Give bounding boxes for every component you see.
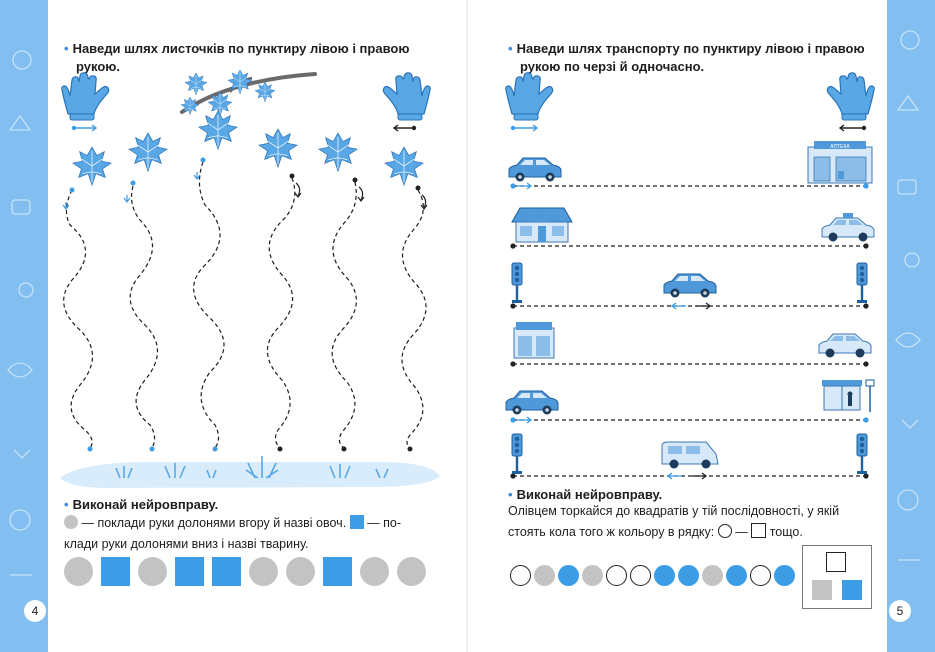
- white-circle-shape[interactable]: [750, 565, 771, 586]
- gray-circle-icon: [64, 515, 78, 529]
- left-task2-text: — поклади руки долонями вгору й назві ов…: [64, 513, 401, 555]
- right-task1-line2: рукою по черзі й одночасно.: [520, 59, 705, 74]
- right-task2-line1: Олівцем торкайся до квадратів у тій посл…: [508, 504, 840, 518]
- blue-square-shape[interactable]: [323, 557, 352, 586]
- gray-circle-shape[interactable]: [702, 565, 723, 586]
- blue-circle-shape[interactable]: [654, 565, 675, 586]
- right-page-right-hand-icon: [826, 72, 875, 121]
- blue-square-shape[interactable]: [101, 557, 130, 586]
- right-page-border: [887, 0, 935, 652]
- ground-grass: [60, 456, 440, 488]
- blue-circle-shape[interactable]: [726, 565, 747, 586]
- branch-illustration: [180, 69, 317, 150]
- right-task2-text: Олівцем торкайся до квадратів у тій посл…: [508, 504, 840, 539]
- gray-circle-shape[interactable]: [397, 557, 426, 586]
- blue-circle-shape[interactable]: [774, 565, 795, 586]
- blue-circle-shape[interactable]: [678, 565, 699, 586]
- blue-square-icon: [349, 515, 364, 529]
- white-circle-shape[interactable]: [630, 565, 651, 586]
- square-key-box: [802, 545, 872, 609]
- white-circle-icon: [717, 524, 732, 538]
- blue-square-shape[interactable]: [175, 557, 204, 586]
- left-task2-line1b: — по-: [367, 516, 401, 530]
- key-white-square[interactable]: [826, 552, 846, 572]
- falling-leaves: [72, 128, 424, 186]
- blue-circle-shape[interactable]: [558, 565, 579, 586]
- key-gray-square[interactable]: [812, 580, 832, 600]
- left-task2-line2: клади руки долонями вниз і назві тварину…: [64, 537, 309, 551]
- house-icon: [511, 207, 573, 243]
- gray-circle-shape[interactable]: [64, 557, 93, 586]
- gray-circle-shape[interactable]: [286, 557, 315, 586]
- right-task2-line2a: стоять кола того ж кольору в рядку:: [508, 525, 715, 539]
- right-circle-sequence: [510, 565, 795, 586]
- white-circle-shape[interactable]: [510, 565, 531, 586]
- right-task2-line2c: тощо.: [769, 525, 803, 539]
- gray-circle-shape[interactable]: [360, 557, 389, 586]
- suv-icon: [818, 333, 872, 358]
- gray-circle-shape[interactable]: [582, 565, 603, 586]
- car-icon-center: [663, 273, 717, 298]
- pharmacy-building-icon: [807, 141, 873, 184]
- direction-arrows: [71, 124, 417, 132]
- left-task1-line1: Наведи шлях листочків по пунктиру лівою …: [72, 41, 410, 56]
- gray-circle-shape[interactable]: [138, 557, 167, 586]
- taxi-icon: [821, 213, 875, 242]
- left-task2-title: •Виконай нейровправу.: [64, 497, 219, 512]
- right-direction-arrows: [510, 124, 867, 132]
- gray-circle-shape[interactable]: [249, 557, 278, 586]
- traffic-light-icon-right-2: [856, 433, 868, 475]
- pharmacy-sign: АПТЕКА: [830, 144, 850, 150]
- page-gutter: [466, 0, 468, 652]
- path-endpoints: [62, 157, 428, 452]
- left-task1-line2: рукою.: [76, 59, 120, 74]
- shop-building-icon: [513, 322, 555, 359]
- page-number-right: 5: [889, 600, 911, 622]
- car-icon: [508, 157, 562, 182]
- hatchback-icon: [505, 390, 559, 415]
- key-blue-square[interactable]: [842, 580, 862, 600]
- bus-stop-icon: [822, 379, 875, 412]
- transport-endpoints: [510, 182, 869, 480]
- gray-circle-shape[interactable]: [534, 565, 555, 586]
- left-shape-sequence: [64, 557, 426, 586]
- left-task2-line1a: — поклади руки долонями вгору й назві ов…: [81, 516, 347, 530]
- left-task1-instruction: •Наведи шлях листочків по пунктиру лівою…: [64, 40, 409, 76]
- right-page-left-hand-icon: [505, 72, 554, 121]
- transport-trace-lines: [513, 185, 866, 477]
- wavy-trace-paths: [63, 161, 427, 449]
- right-task1-line1: Наведи шлях транспорту по пунктиру лівою…: [516, 41, 865, 56]
- white-circle-shape[interactable]: [606, 565, 627, 586]
- right-hand-icon: [382, 72, 431, 121]
- right-task2-title: •Виконай нейровправу.: [508, 487, 663, 502]
- bullet-icon: •: [64, 497, 69, 512]
- page-number-left: 4: [24, 600, 46, 622]
- left-page-border: [0, 0, 48, 652]
- right-task1-instruction: •Наведи шлях транспорту по пунктиру ліво…: [508, 40, 865, 76]
- traffic-light-icon-left-2: [511, 433, 523, 475]
- blue-square-shape[interactable]: [212, 557, 241, 586]
- left-hand-icon: [61, 72, 110, 121]
- traffic-light-icon-right: [856, 262, 868, 304]
- bullet-icon: •: [508, 41, 513, 56]
- traffic-light-icon-left: [511, 262, 523, 304]
- van-icon: [661, 441, 719, 469]
- bullet-icon: •: [508, 487, 513, 502]
- white-square-icon: [751, 523, 767, 538]
- bullet-icon: •: [64, 41, 69, 56]
